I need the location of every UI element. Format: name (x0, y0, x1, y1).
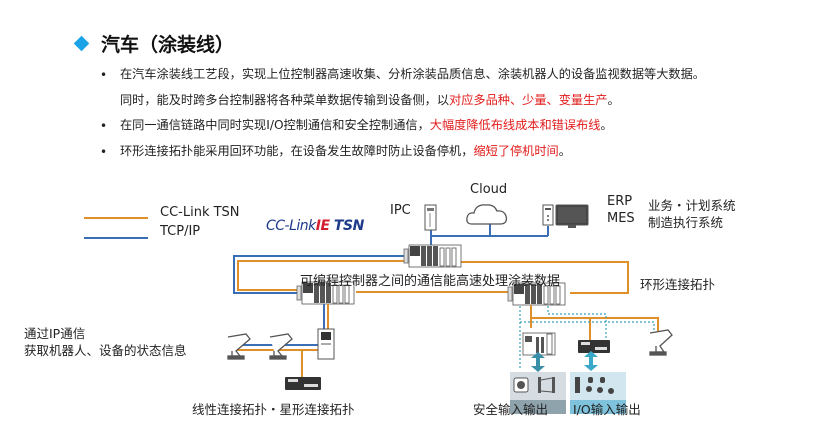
bullet-highlight: 缩短了停机时间 (473, 144, 559, 158)
robot-icon (227, 333, 251, 360)
io-label: I/O输入输出 (573, 402, 641, 417)
mes-label: MES (607, 211, 635, 226)
safety-io-label: 安全输入输出 (473, 402, 549, 417)
bullet-tail: 。 (558, 144, 571, 158)
io-module-icon (578, 340, 610, 353)
double-arrow-icon (531, 352, 545, 372)
bullet-1-line-1: 在汽车涂装线工艺段，实现上位控制器高速收集、分析涂装品质信息、涂装机器人的设备监… (120, 67, 705, 81)
legend-cclink-label: CC-Link TSN (160, 205, 240, 220)
ring-topology-label: 环形连接拓扑 (640, 277, 716, 292)
plc-left-icon (296, 281, 355, 305)
legend-tcpip-label: TCP/IP (160, 224, 201, 239)
cclink-ie-tsn-logo: CC-LinkIE TSN (266, 218, 364, 234)
tcpip-ring-link (233, 255, 407, 294)
safety-controller-icon (522, 332, 556, 356)
bullet-tail: 。 (607, 93, 620, 107)
logo-part-ie: IE (315, 218, 330, 234)
bullet-3-line-1: 环形连接拓扑能采用回环功能，在设备发生故障时防止设备停机，缩短了停机时间。 (120, 144, 571, 158)
plc-communication-label: 可编程控制器之间的通信能高速处理涂装数据 (300, 274, 561, 289)
ip-communication-label-line1: 通过IP通信 (24, 326, 86, 341)
light-curtain-icon (538, 377, 555, 393)
double-arrow-icon (584, 351, 598, 371)
section-title-text: 汽车（涂装线） (101, 34, 235, 56)
bullet-text: 在同一通信链路中同时实现I/O控制通信和安全控制通信， (120, 118, 430, 132)
logo-part-cclink: CC-Link (266, 218, 316, 234)
erp-description: 业务・计划系统 (648, 198, 736, 213)
robot-icon (269, 333, 293, 360)
emergency-button-icon (513, 377, 529, 393)
linear-star-topology-label: 线性连接拓扑・星形连接拓扑 (192, 402, 355, 417)
bullet-dot-icon: • (100, 68, 108, 82)
sensor-devices-icon (575, 377, 614, 394)
cclink-line-right (531, 317, 659, 332)
bullet-text: 在汽车涂装线工艺段，实现上位控制器高速收集、分析涂装品质信息、涂装机器人的设备监… (120, 67, 705, 81)
bullet-highlight: 大幅度降低布线成本和错误布线 (429, 118, 601, 132)
ipc-label: IPC (390, 203, 411, 218)
bullet-text: 同时，能及时跨多台控制器将各种菜单数据传输到设备侧，以 (120, 93, 450, 107)
bullet-1-line-2: 同时，能及时跨多台控制器将各种菜单数据传输到设备侧，以对应多品种、少量、变量生产… (120, 93, 620, 107)
safety-io-caption-band (510, 400, 566, 414)
ipc-icon (424, 204, 437, 231)
plc-top-icon (403, 244, 462, 268)
io-module-icon (285, 377, 321, 390)
io-caption-band (570, 400, 626, 414)
erp-mes-computer-icon (542, 204, 589, 228)
erp-label: ERP (607, 194, 633, 209)
safety-dotted-links (519, 306, 655, 370)
ip-communication-label-line2: 获取机器人、设备的状态信息 (24, 343, 187, 358)
bullet-tail: 。 (600, 118, 613, 132)
bullet-text: 环形连接拓扑能采用回环功能，在设备发生故障时防止设备停机， (120, 144, 474, 158)
bullet-dot-icon: • (100, 145, 108, 159)
bullet-2-line-1: 在同一通信链路中同时实现I/O控制通信和安全控制通信，大幅度降低布线成本和错误布… (120, 118, 613, 132)
logo-part-tsn: TSN (329, 218, 364, 234)
switch-drive-icon (317, 328, 335, 360)
bullet-dot-icon: • (100, 119, 108, 133)
cloud-label: Cloud (470, 182, 508, 197)
mes-description: 制造执行系统 (648, 215, 724, 230)
cloud-icon (466, 204, 508, 225)
cclink-ring (237, 260, 629, 294)
bullet-highlight: 对应多品种、少量、变量生产 (449, 93, 608, 107)
plc-right-icon (507, 282, 566, 306)
robot-icon (649, 329, 673, 356)
section-title: 汽车（涂装线） (73, 30, 235, 57)
